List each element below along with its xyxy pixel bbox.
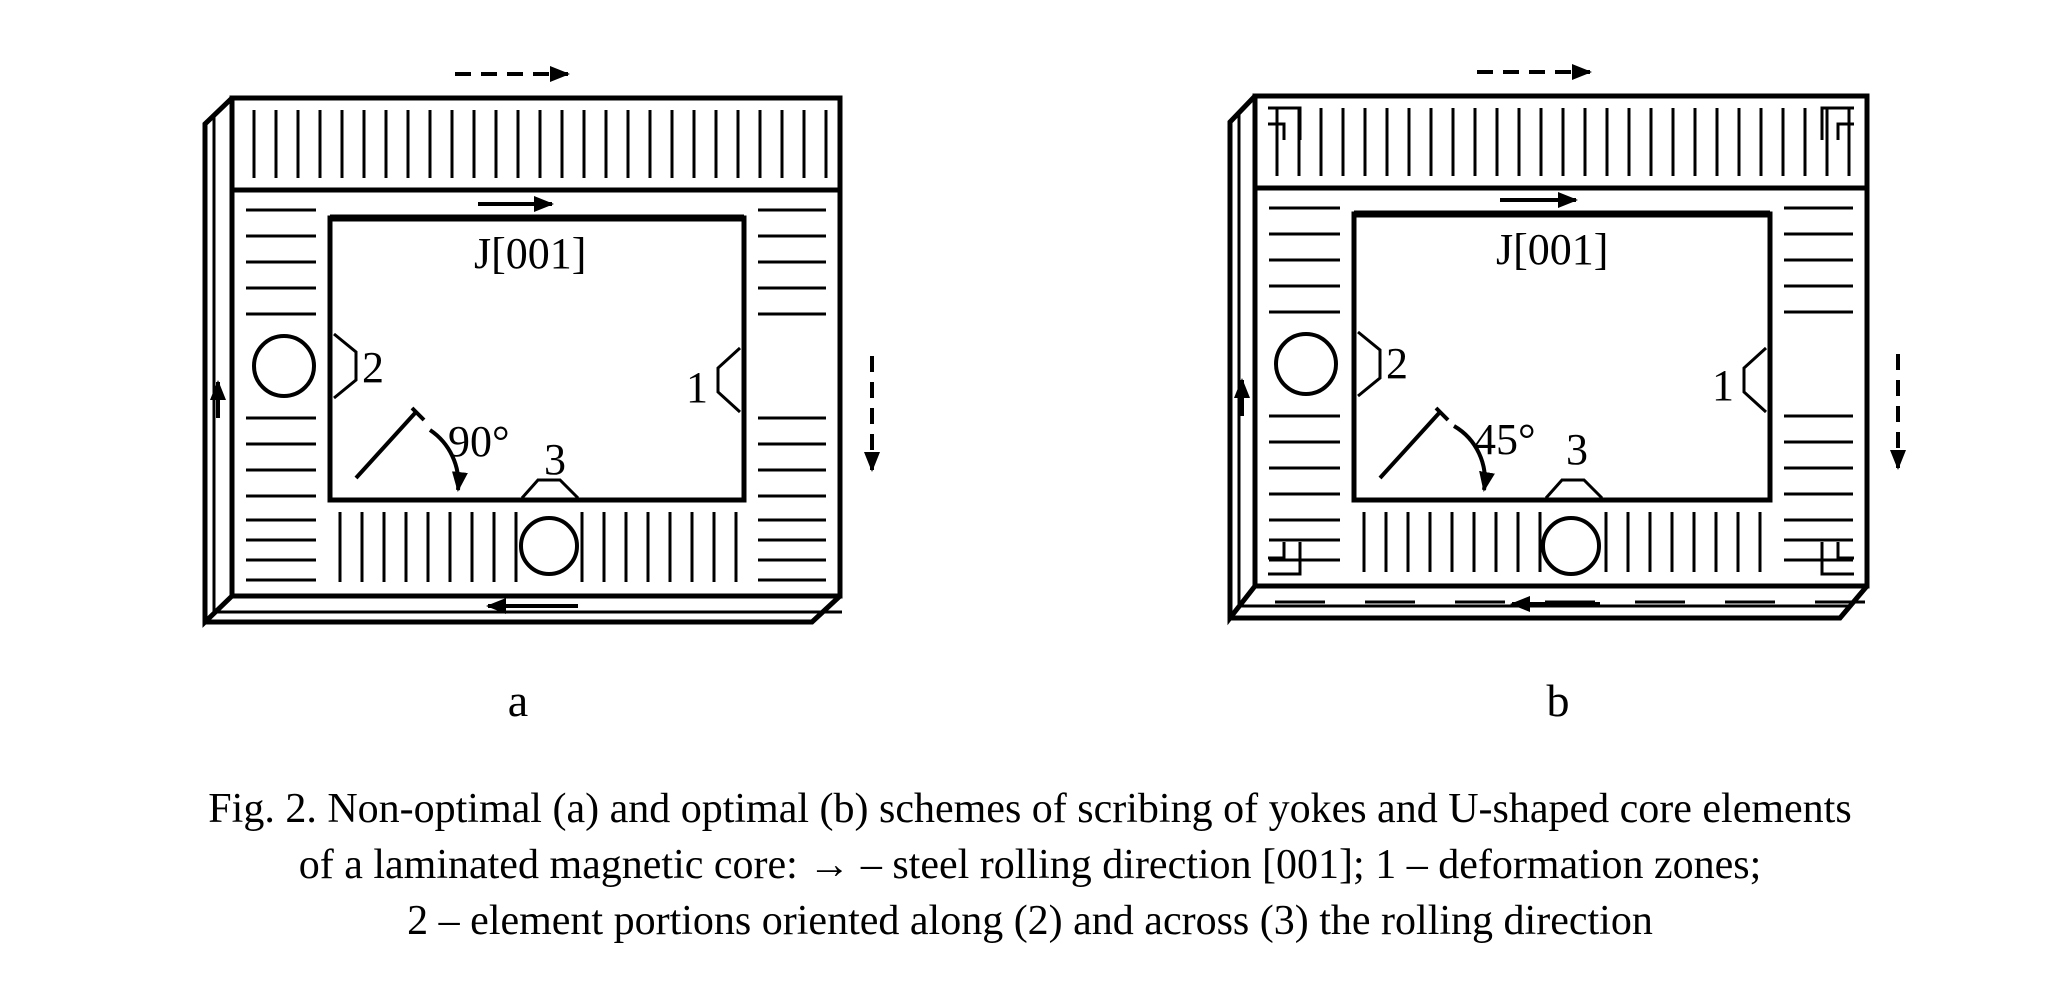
deformation-bracket-1-a: [716, 346, 742, 414]
angle-marker-a: [354, 406, 468, 492]
zone-circle-3-b: [1541, 516, 1601, 576]
zone-label-3-a: 3: [544, 435, 566, 484]
deformation-bracket-2-a: [333, 332, 358, 400]
core-diagram-b: [1227, 93, 1870, 626]
core-depth-bottom-b: [1230, 584, 1869, 621]
zone-circle-2-b: [1274, 332, 1338, 396]
core-depth-bottom-a: [205, 594, 842, 625]
panel-label-a: a: [508, 675, 528, 726]
deformation-bracket-2-b: [1357, 330, 1382, 398]
deformation-bracket-1-b: [1742, 346, 1768, 414]
caption-line-3: 2 – element portions oriented along (2) …: [407, 898, 1653, 944]
caption-line-1: Fig. 2. Non-optimal (a) and optimal (b) …: [208, 786, 1851, 832]
rolling-arrows-a: [210, 66, 880, 614]
caption-line-2: of a laminated magnetic core: → – steel …: [299, 842, 1762, 888]
zone-label-3-b: 3: [1566, 425, 1588, 474]
core-outline-b: [1252, 93, 1870, 589]
deformation-bracket-3-a: [520, 478, 580, 500]
zone-circle-3-a: [519, 516, 579, 576]
rolling-arrows-b: [1234, 64, 1906, 612]
zone-label-2-b: 2: [1386, 339, 1408, 388]
figure-caption: Fig. 2. Non-optimal (a) and optimal (b) …: [208, 786, 1851, 944]
zone-label-2-a: 2: [362, 343, 384, 392]
core-diagram-a: [202, 95, 843, 628]
angle-marker-b: [1378, 406, 1495, 492]
deformation-bracket-3-b: [1544, 478, 1604, 500]
angle-label-b: 45°: [1474, 415, 1536, 464]
corner-marks-b: [1268, 106, 1854, 576]
panel-label-b: b: [1547, 675, 1570, 726]
core-depth-left-b: [1227, 94, 1257, 626]
zone-circle-2-a: [252, 334, 316, 398]
lamination-hatching-a: [246, 110, 842, 614]
core-outline-a: [229, 95, 843, 599]
zone-label-1-b: 1: [1712, 361, 1734, 410]
zone-label-1-a: 1: [686, 363, 708, 412]
core-depth-left-a: [202, 96, 234, 628]
rolling-direction-label-b: J[001]: [1496, 225, 1608, 274]
rolling-direction-label-a: J[001]: [474, 229, 586, 278]
angle-label-a: 90°: [448, 417, 510, 466]
